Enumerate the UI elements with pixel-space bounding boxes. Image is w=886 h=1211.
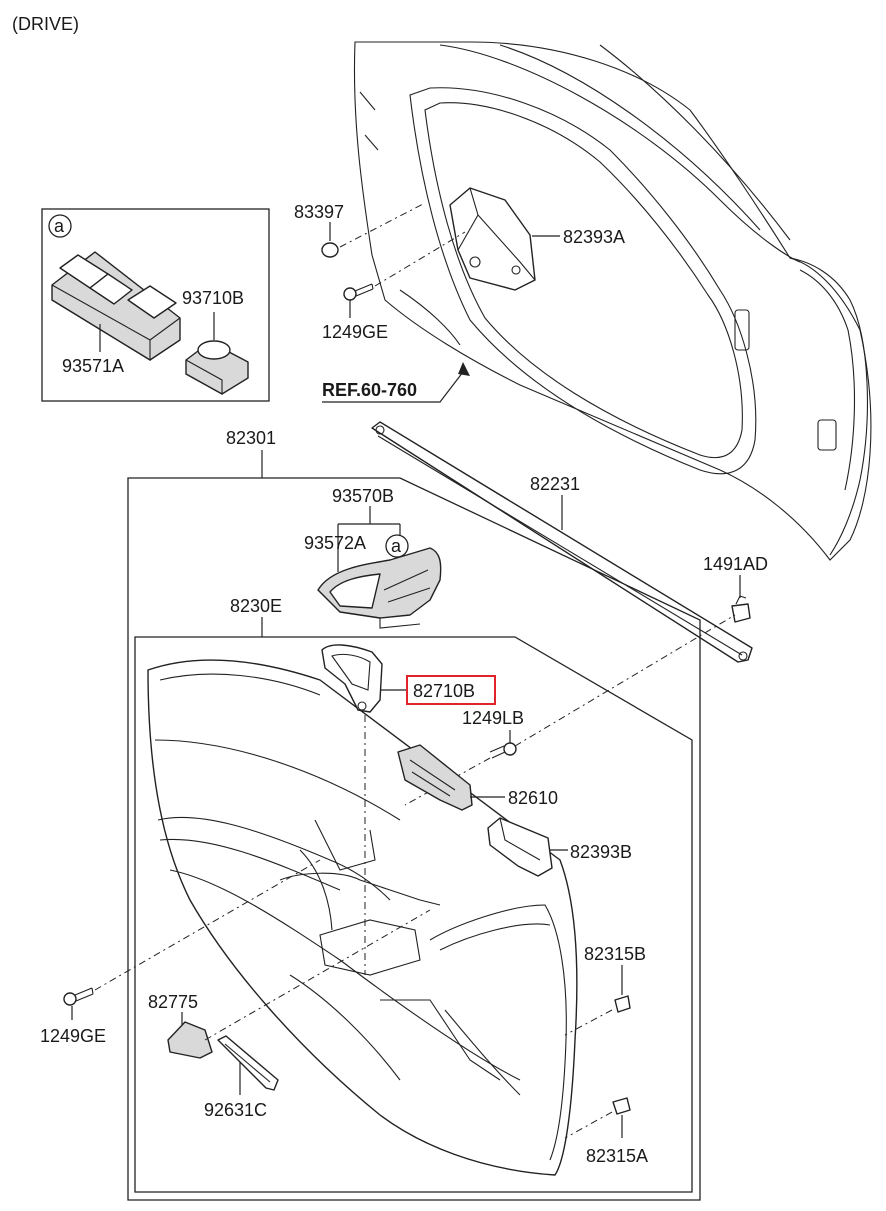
part-1249GE-bottom-screw bbox=[63, 987, 94, 1006]
callout-93572A-circle: a bbox=[391, 536, 402, 556]
reference-label: REF.60-760 bbox=[322, 380, 417, 400]
part-93710B-mirror-switch bbox=[185, 340, 249, 395]
callout-82315A: 82315A bbox=[586, 1146, 648, 1166]
part-92631C-lamp-strip bbox=[217, 1035, 279, 1091]
part-93571A-window-switch bbox=[51, 251, 181, 361]
part-82393A-bracket bbox=[449, 187, 536, 291]
part-1249GE-top-screw bbox=[343, 283, 374, 301]
inset-switch-box: a 93571A 93710B bbox=[41, 208, 270, 402]
callout-1249LB: 1249LB bbox=[462, 708, 524, 728]
callout-1249GE-top: 1249GE bbox=[322, 322, 388, 342]
part-82231-weatherstrip bbox=[371, 421, 753, 663]
part-82610-bracket bbox=[397, 744, 473, 811]
callout-1491AD: 1491AD bbox=[703, 554, 768, 574]
callout-82231: 82231 bbox=[530, 474, 580, 494]
door-trim-panel bbox=[147, 659, 578, 1176]
callout-1249GE-bottom: 1249GE bbox=[40, 1026, 106, 1046]
part-93570B-switch-bezel bbox=[317, 547, 442, 629]
part-82393B-bracket bbox=[487, 817, 553, 877]
part-82315B-clip bbox=[614, 995, 631, 1013]
door-inner-panel bbox=[353, 41, 872, 561]
part-1491AD-clip bbox=[731, 595, 751, 623]
part-83397-plug bbox=[321, 242, 339, 258]
assembly-82301-outline bbox=[127, 477, 701, 1201]
callout-82301: 82301 bbox=[226, 428, 276, 448]
callout-92631C: 92631C bbox=[204, 1100, 267, 1120]
callout-82393A: 82393A bbox=[563, 227, 625, 247]
inset-circle-label: a bbox=[54, 216, 65, 236]
callout-82610: 82610 bbox=[508, 788, 558, 808]
part-82315A-clip bbox=[612, 1097, 631, 1115]
callout-93572A: 93572A bbox=[304, 533, 366, 553]
callout-93570B: 93570B bbox=[332, 486, 394, 506]
callout-93710B: 93710B bbox=[182, 288, 244, 308]
callout-82315B: 82315B bbox=[584, 944, 646, 964]
drive-side-title: (DRIVE) bbox=[12, 14, 79, 34]
callout-82393B: 82393B bbox=[570, 842, 632, 862]
highlight-82710B-box bbox=[406, 675, 496, 705]
callout-8230E: 8230E bbox=[230, 596, 282, 616]
part-82775-cover bbox=[167, 1021, 213, 1059]
callout-93571A: 93571A bbox=[62, 356, 124, 376]
callout-82775: 82775 bbox=[148, 992, 198, 1012]
callout-82710B: 82710B bbox=[413, 681, 475, 701]
part-1249LB-screw bbox=[489, 742, 517, 759]
part-82710B-inside-handle bbox=[321, 644, 383, 713]
callout-83397: 83397 bbox=[294, 202, 344, 222]
assembly-8230E-outline bbox=[134, 636, 693, 1193]
